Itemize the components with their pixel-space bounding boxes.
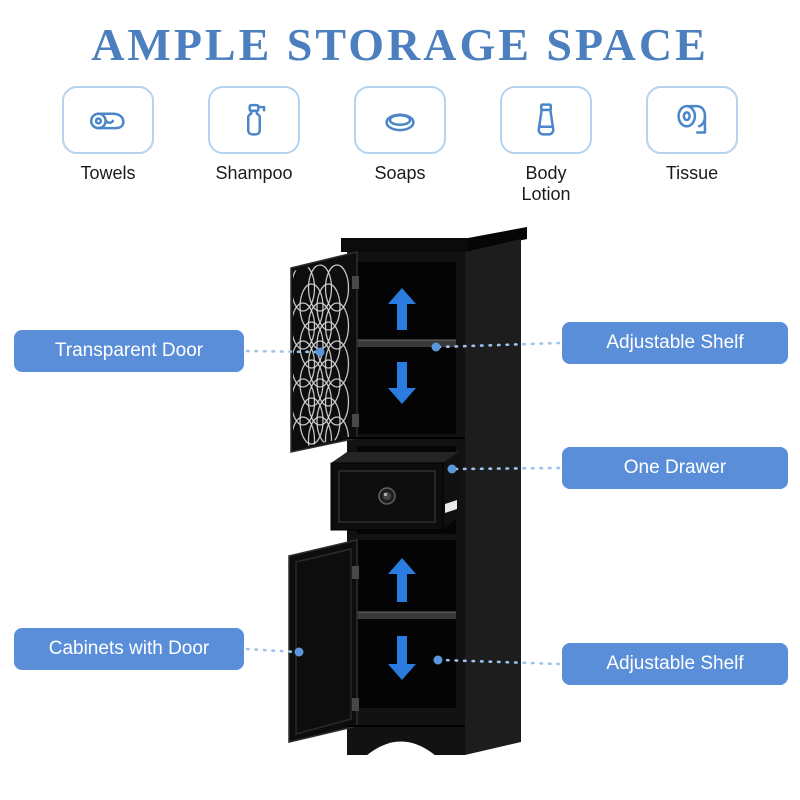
feature-tissue: Tissue [646, 86, 738, 204]
connector-dot [315, 347, 325, 357]
transparent-door [290, 251, 359, 453]
callout-adjustable-shelf-bottom: Adjustable Shelf [562, 643, 788, 685]
feature-card [208, 86, 300, 154]
tissue-roll-icon [677, 104, 707, 134]
feature-card [354, 86, 446, 154]
connector-dot [447, 464, 457, 474]
door-hinge [352, 698, 359, 711]
up-arrow-icon [388, 288, 416, 330]
connector-dot [431, 342, 441, 352]
feature-icons-row: Towels Shampoo [0, 86, 800, 204]
feature-card [646, 86, 738, 154]
lower-compartment [357, 540, 456, 708]
door-hinge [352, 414, 359, 427]
feature-label: Body Lotion [521, 163, 571, 204]
lotion-tube-icon [537, 103, 555, 136]
feature-soaps: Soaps [354, 86, 446, 204]
feature-card [500, 86, 592, 154]
cabinet-crown-side [468, 227, 527, 252]
drawer [330, 452, 459, 531]
callout-adjustable-shelf-top: Adjustable Shelf [562, 322, 788, 364]
towel-icon [89, 112, 125, 130]
feature-label: Towels [80, 163, 136, 183]
connector-dot [294, 647, 304, 657]
door-hinge [352, 566, 359, 579]
page-title: AMPLE STORAGE SPACE [91, 19, 709, 70]
soap-bar-icon [385, 113, 415, 132]
connector-dot [433, 655, 443, 665]
up-arrow-icon [388, 558, 416, 602]
feature-label: Shampoo [215, 163, 293, 183]
lower-cabinet-door [288, 539, 359, 743]
feature-body-lotion: Body Lotion [500, 86, 592, 204]
feature-shampoo: Shampoo [208, 86, 300, 204]
callout-cabinets-with-door: Cabinets with Door [14, 628, 244, 670]
cabinet-side-panel [465, 239, 521, 755]
callout-transparent-door: Transparent Door [14, 330, 244, 372]
drawer-side-label [445, 500, 457, 513]
feature-label: Soaps [374, 163, 426, 183]
door-hinge [352, 276, 359, 289]
down-arrow-icon [388, 636, 416, 680]
shampoo-bottle-icon [247, 103, 266, 136]
callout-connectors [245, 341, 561, 666]
feature-card [62, 86, 154, 154]
feature-towels: Towels [62, 86, 154, 204]
cabinet-crown [341, 238, 468, 252]
down-arrow-icon [388, 362, 416, 404]
base-arch [366, 741, 436, 756]
upper-compartment [357, 262, 456, 434]
feature-label: Tissue [665, 163, 719, 183]
callout-one-drawer: One Drawer [562, 447, 788, 489]
